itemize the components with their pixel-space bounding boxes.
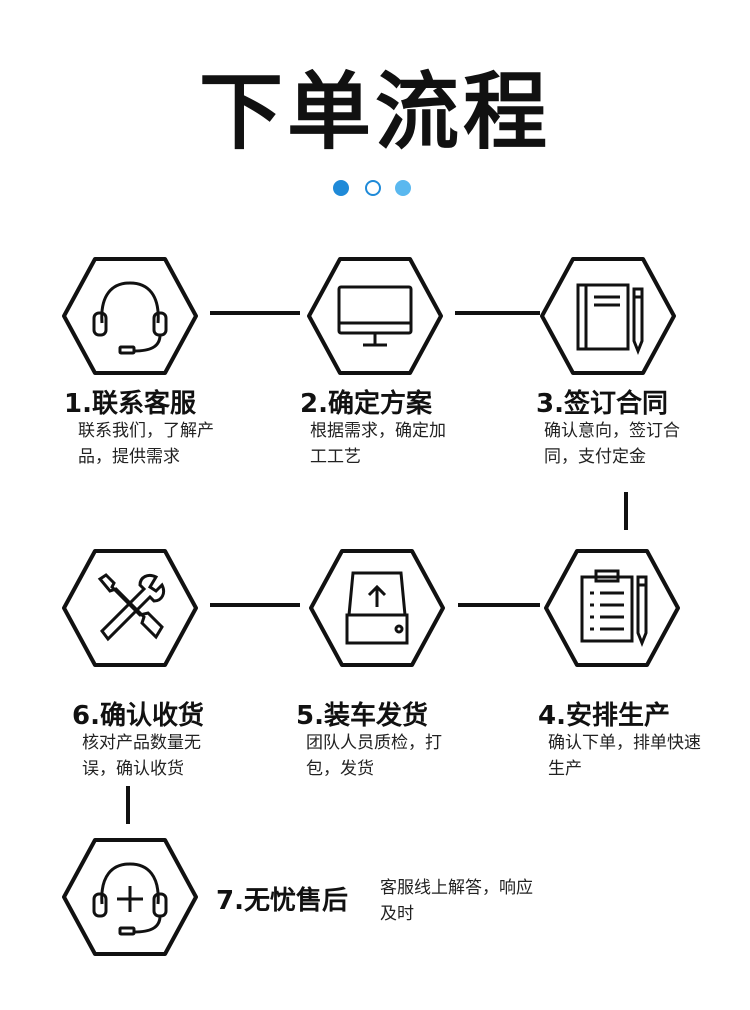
pagination-dot[interactable] — [395, 180, 411, 196]
step-5-description: 团队人员质检，打包，发货 — [306, 733, 442, 779]
step-7-node — [60, 836, 200, 958]
connector-line — [458, 603, 540, 607]
page-title: 下单流程 — [198, 63, 551, 161]
step-1-description: 联系我们，了解产品，提供需求 — [78, 421, 214, 467]
step-4-title: 4.安排生产 — [538, 701, 670, 731]
step-1-title: 1.联系客服 — [64, 389, 196, 419]
step-4-node — [542, 547, 682, 669]
step-7-title: 7.无忧售后 — [216, 886, 348, 916]
tools-icon — [97, 573, 166, 642]
connector-line — [455, 311, 540, 315]
step-6-title: 6.确认收货 — [72, 701, 204, 731]
step-3-title: 3.签订合同 — [536, 389, 668, 419]
step-2-node — [305, 255, 445, 377]
connector-line — [126, 786, 130, 824]
connector-line — [210, 311, 300, 315]
pagination-dot-active[interactable] — [333, 180, 349, 196]
pagination-dots — [333, 180, 413, 200]
step-5-title: 5.装车发货 — [296, 701, 428, 731]
step-4-description: 确认下单，排单快速生产 — [548, 733, 701, 779]
step-6-node — [60, 547, 200, 669]
step-5-node — [307, 547, 447, 669]
step-6-description: 核对产品数量无误，确认收货 — [82, 733, 201, 779]
step-3-description: 确认意向，签订合同，支付定金 — [544, 421, 680, 467]
step-1-node — [60, 255, 200, 377]
headset-plus-icon — [92, 862, 168, 936]
step-2-description: 根据需求，确定加工工艺 — [310, 421, 446, 467]
contract-pen-icon — [576, 283, 644, 356]
pagination-dot[interactable] — [365, 180, 381, 196]
step-2-title: 2.确定方案 — [300, 389, 432, 419]
clipboard-checklist-icon — [580, 569, 648, 648]
monitor-icon — [337, 285, 413, 347]
connector-line — [210, 603, 300, 607]
connector-line — [624, 492, 628, 530]
step-7-description: 客服线上解答，响应及时 — [380, 878, 533, 924]
shipping-box-icon — [345, 571, 409, 645]
headset-icon — [92, 281, 168, 355]
step-3-node — [538, 255, 678, 377]
